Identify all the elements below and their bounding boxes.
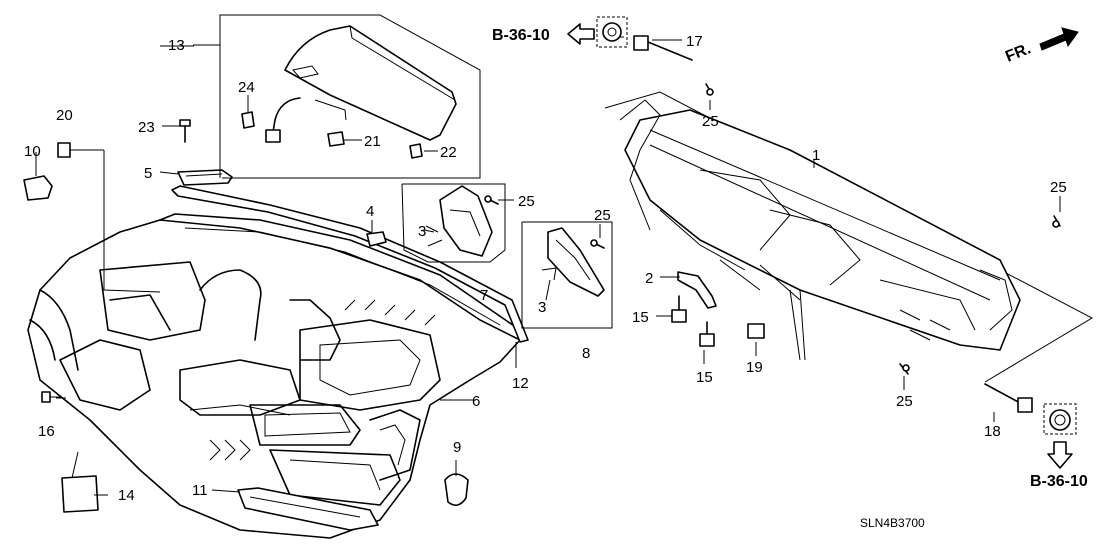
callout-7: 7	[480, 287, 488, 304]
callout-10: 10	[24, 143, 41, 160]
part-16-screw	[41, 391, 62, 403]
callout-25c: 25	[896, 393, 913, 410]
callout-19: 19	[746, 359, 763, 376]
screw-25-part8	[590, 239, 605, 249]
front-indicator: FR.	[1003, 27, 1079, 66]
callout-20: 20	[56, 107, 73, 124]
front-label: FR.	[1003, 40, 1033, 65]
part-5-trim	[177, 169, 233, 186]
callout-17: 17	[686, 33, 703, 50]
leader-lines	[35, 36, 1061, 496]
callout-numbers: 1 2 3 3 4 5 6 7 8 9 10 11 12 13 14 15 15…	[24, 33, 1067, 504]
part-11-cover	[237, 487, 379, 531]
diagram-code: SLN4B3700	[860, 516, 925, 530]
screw-25-part7	[484, 195, 499, 205]
callout-14: 14	[118, 487, 135, 504]
part-10-bracket	[23, 175, 53, 201]
part-14-label	[61, 451, 99, 513]
callout-11: 11	[192, 482, 208, 499]
front-arrow-icon	[1039, 27, 1079, 51]
ref-top-box	[596, 16, 628, 48]
part-9-cap	[444, 473, 469, 506]
callout-13: 13	[168, 37, 185, 54]
left-arrow-icon	[567, 23, 595, 45]
callout-1: 1	[812, 147, 820, 164]
ref-bottom-label: B-36-10	[1030, 473, 1088, 490]
bracket-7	[401, 183, 506, 263]
callout-3b: 3	[538, 299, 546, 316]
nut-15-left	[671, 295, 687, 323]
callout-23: 23	[138, 119, 155, 136]
callout-21: 21	[364, 133, 381, 150]
callout-2: 2	[645, 270, 653, 287]
callout-25a: 25	[702, 113, 719, 130]
callout-16: 16	[38, 423, 55, 440]
callout-25e: 25	[594, 207, 611, 224]
bracket-8	[521, 221, 613, 329]
screw-25-bottom	[899, 363, 910, 375]
airbag-assembly-13	[193, 14, 481, 179]
part-23-pin	[179, 119, 191, 143]
screw-25-right	[1052, 215, 1061, 228]
callout-5: 5	[144, 165, 152, 182]
ref-bottom: B-36-10	[1030, 403, 1088, 490]
callout-15b: 15	[696, 369, 713, 386]
bolt-18	[984, 383, 1033, 413]
callout-12: 12	[512, 375, 529, 392]
bracket-2	[677, 271, 717, 309]
ref-bottom-box	[1043, 403, 1077, 435]
callout-8: 8	[582, 345, 590, 362]
ref-top-label: B-36-10	[492, 27, 550, 44]
callout-3a: 3	[418, 223, 426, 240]
callout-6: 6	[472, 393, 480, 410]
screw-25-top	[705, 83, 714, 96]
callout-25d: 25	[518, 193, 535, 210]
steering-hanger-beam	[604, 91, 1094, 383]
down-arrow-icon	[1047, 441, 1073, 469]
callout-9: 9	[453, 439, 461, 456]
ref-top: B-36-10	[492, 16, 628, 48]
callout-18: 18	[984, 423, 1001, 440]
part-4-plug	[366, 231, 387, 247]
callout-15a: 15	[632, 309, 649, 326]
nut-19	[747, 323, 765, 339]
callout-25b: 25	[1050, 179, 1067, 196]
callout-4: 4	[366, 203, 374, 220]
bolt-17	[633, 35, 693, 61]
nut-15-right	[699, 321, 715, 347]
trim-strip-12	[171, 185, 529, 343]
grommet-icon-bottom	[1049, 409, 1071, 431]
callout-22: 22	[440, 144, 457, 161]
grommet-icon	[602, 22, 622, 42]
instrument-panel	[27, 213, 521, 539]
callout-24: 24	[238, 79, 255, 96]
